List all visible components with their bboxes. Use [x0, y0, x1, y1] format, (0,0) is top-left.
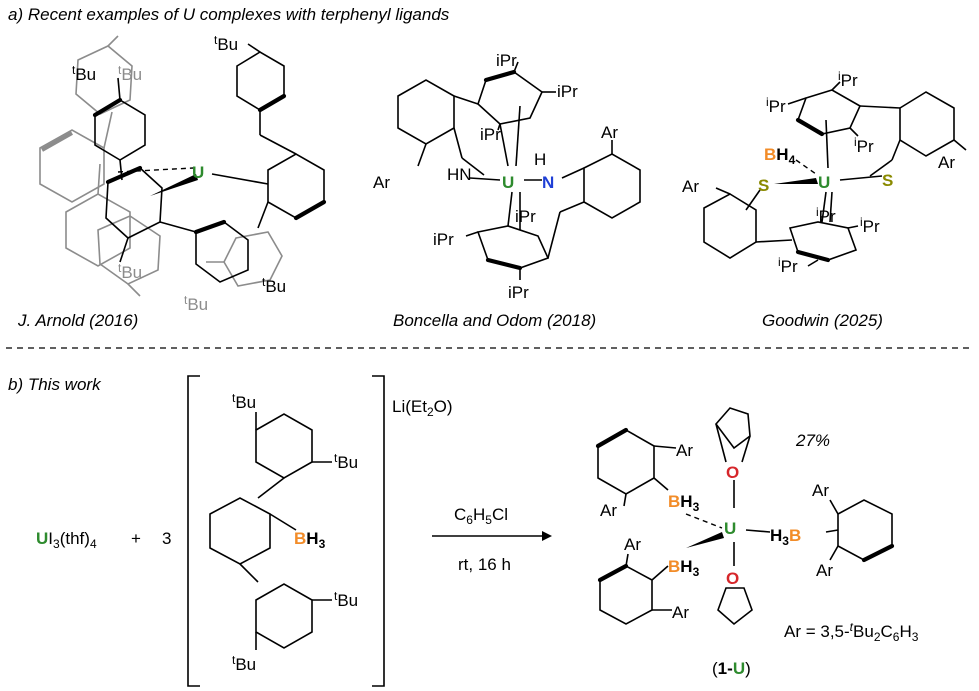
boncella-ipr-2: iPr	[557, 82, 578, 101]
arnold-tbu-right: tBu	[262, 275, 286, 296]
product-ar-4: Ar	[672, 603, 689, 622]
conditions-label: rt, 16 h	[458, 555, 511, 574]
product-ar-2: Ar	[600, 501, 617, 520]
panel-a-heading: a) Recent examples of U complexes with t…	[8, 5, 450, 24]
goodwin-ipr-6: iPr	[778, 255, 798, 276]
boncella-ipr-1: iPr	[496, 51, 517, 70]
boncella-ar-right: Ar	[601, 123, 618, 142]
ligand-tbu-bottom: tBu	[232, 653, 256, 674]
product-bh3-upper: BH3	[668, 492, 700, 514]
ligand-tbu-upper-right: tBu	[334, 451, 358, 472]
goodwin-ipr-5: iPr	[860, 215, 880, 236]
ligand-tbu-top: tBu	[232, 391, 256, 412]
product-yield: 27%	[795, 431, 830, 450]
arnold-tbu-gray-low: tBu	[184, 293, 208, 314]
goodwin-ipr-4: iPr	[816, 205, 836, 226]
panel-b-heading: b) This work	[8, 375, 102, 394]
bracket-salt: Li(Et2O)	[392, 397, 453, 419]
ligand-structure: BH3 tBu tBu tBu tBu	[209, 391, 358, 674]
boncella-complex: U Ar HN H N Ar iPr iPr iPr iPr iPr iPr	[373, 51, 641, 302]
caption-boncella: Boncella and Odom (2018)	[393, 311, 596, 330]
product-uranium: U	[724, 519, 736, 538]
product-bh3-lower: BH3	[668, 557, 700, 579]
caption-goodwin: Goodwin (2025)	[762, 311, 883, 330]
goodwin-ipr-1: iPr	[766, 95, 786, 116]
goodwin-s-left: S	[758, 176, 769, 195]
bracket-right	[372, 375, 385, 687]
product-thf-o-top: O	[726, 463, 739, 482]
boncella-ipr-3: iPr	[480, 125, 501, 144]
goodwin-bh4: BH4	[764, 145, 796, 167]
arnold-complex: U tBu tBu tBu tBu tBu tBu	[39, 33, 327, 314]
boncella-ar-left: Ar	[373, 173, 390, 192]
product-h3b-right: H3B	[770, 526, 801, 548]
goodwin-complex: U BH4 S S Ar Ar iPr iPr iPr iPr iPr iPr	[682, 69, 967, 276]
solvent-label: C6H5Cl	[454, 505, 508, 527]
goodwin-ar-left: Ar	[682, 177, 699, 196]
goodwin-ipr-3: iPr	[854, 135, 874, 156]
boncella-ipr-6: iPr	[508, 283, 529, 302]
arnold-tbu-top: tBu	[214, 33, 238, 54]
boncella-hn-left: HN	[447, 165, 472, 184]
arnold-gray-ligand	[39, 35, 283, 297]
plus-sign: +	[131, 529, 141, 548]
reactant-ui3thf4: UI3(thf)4	[36, 529, 97, 551]
product-ar-1: Ar	[676, 441, 693, 460]
product-thf-o-bottom: O	[726, 569, 739, 588]
caption-arnold: J. Arnold (2016)	[17, 311, 138, 330]
boncella-n-right: N	[542, 173, 554, 192]
arnold-black-ligand	[92, 43, 327, 283]
bracket-left	[187, 375, 200, 687]
arnold-tbu-gray-top: tBu	[118, 63, 142, 84]
product-1u: 27% O U O BH3 Ar Ar BH3 Ar Ar	[595, 407, 919, 678]
arnold-tbu-left: tBu	[72, 63, 96, 84]
compound-label: (1-U)	[712, 659, 751, 678]
product-ar-6: Ar	[816, 561, 833, 580]
boncella-h-right: H	[534, 150, 546, 169]
goodwin-ipr-2: iPr	[838, 69, 858, 90]
boncella-uranium: U	[502, 173, 514, 192]
ligand-bh3: BH3	[294, 529, 326, 551]
goodwin-uranium: U	[818, 173, 830, 192]
boncella-ipr-5: iPr	[433, 230, 454, 249]
reaction-arrowhead	[542, 531, 552, 541]
ligand-tbu-lower-right: tBu	[334, 589, 358, 610]
goodwin-ar-right: Ar	[938, 153, 955, 172]
stoich-coefficient: 3	[162, 529, 171, 548]
arnold-uranium: U	[192, 163, 204, 182]
arnold-tbu-gray-bottom: tBu	[118, 261, 142, 282]
boncella-ipr-4: iPr	[515, 207, 536, 226]
product-ar-5: Ar	[812, 481, 829, 500]
product-ar-3: Ar	[624, 535, 641, 554]
goodwin-s-right: S	[882, 171, 893, 190]
ar-definition: Ar = 3,5-tBu2C6H3	[784, 620, 919, 644]
